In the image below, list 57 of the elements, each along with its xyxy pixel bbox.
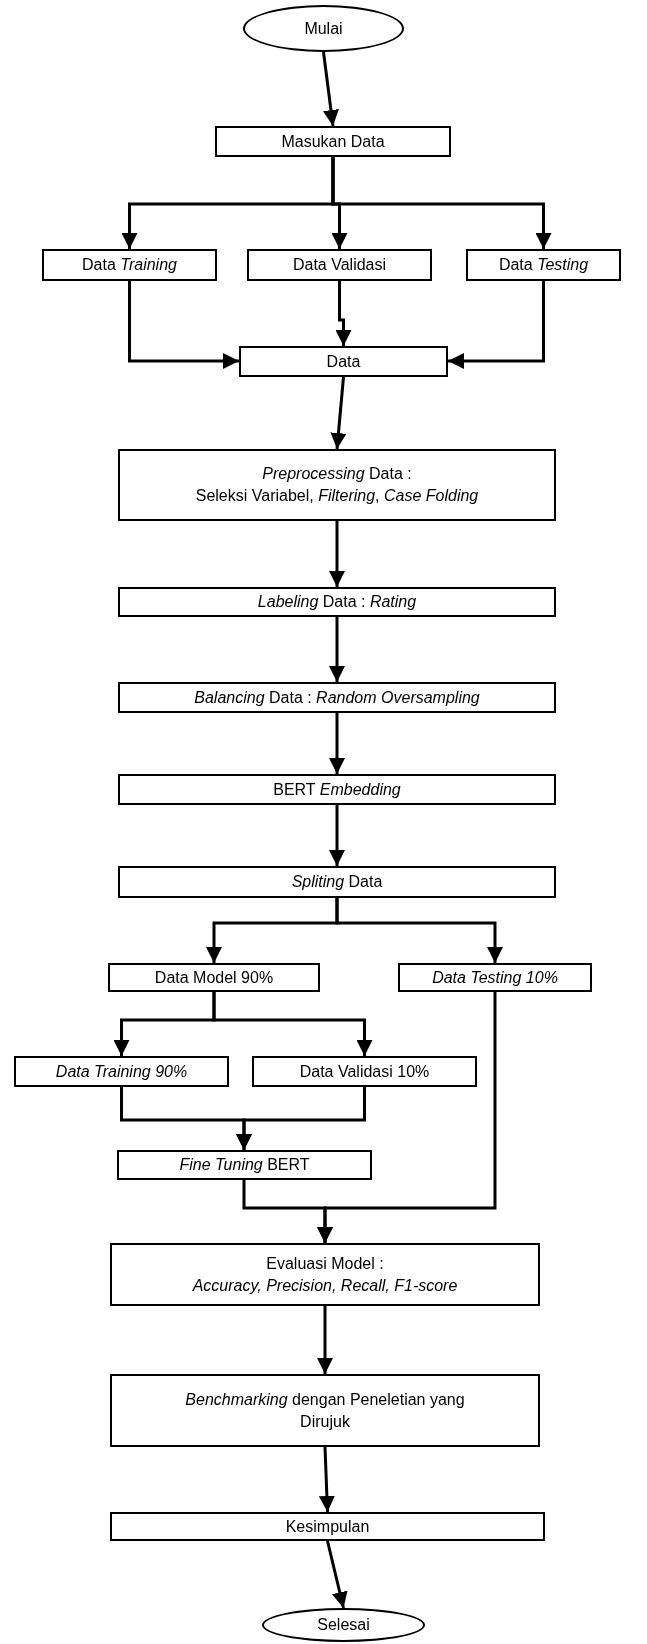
node-label: Labeling Data : Rating: [257, 592, 417, 613]
arrow: [236, 1087, 366, 1150]
node-label: Preprocessing Data :: [262, 464, 412, 485]
node-label: Spliting Data: [291, 872, 383, 893]
node-label: Kesimpulan: [285, 1516, 370, 1537]
process-box: [42, 249, 217, 281]
node-label: Data Model 90%: [154, 967, 274, 988]
arrow: [448, 281, 545, 369]
arrow: [317, 992, 497, 1243]
node-label: Data Validasi 10%: [299, 1061, 430, 1082]
process-box: [118, 587, 556, 617]
arrow: [212, 992, 373, 1056]
node-label: Data Training 90%: [55, 1061, 188, 1082]
node-label: Benchmarking dengan Peneletian yang Dirujuk: [184, 1389, 466, 1432]
process-box: [118, 774, 556, 805]
arrow: [331, 157, 552, 249]
arrow: [317, 1306, 333, 1374]
arrow: [329, 805, 345, 866]
process-box: [108, 963, 320, 992]
arrow: [128, 281, 239, 369]
node-label: BERT Embedding: [273, 779, 401, 800]
process-box: [117, 1150, 372, 1180]
node-label: Evaluasi Model :: [266, 1253, 384, 1274]
process-box: [110, 1512, 545, 1541]
process-box: [110, 1243, 540, 1306]
process-box: [118, 866, 556, 898]
process-box: [398, 963, 592, 992]
node-label: Data Training: [82, 255, 177, 276]
node-label: Masukan Data: [281, 131, 385, 152]
arrow: [329, 521, 345, 587]
process-box: [118, 449, 556, 521]
arrow: [322, 51, 339, 127]
process-box: [118, 682, 556, 713]
node-label: Balancing Data : Random Oversampling: [194, 687, 480, 708]
process-box: [215, 126, 451, 157]
process-box: [239, 346, 448, 377]
arrow: [318, 1446, 335, 1513]
process-box: [252, 1056, 477, 1087]
node-label: Mulai: [304, 18, 343, 39]
arrow: [335, 281, 352, 346]
node-label: Fine Tuning BERT: [179, 1155, 310, 1176]
arrow: [326, 1540, 348, 1609]
process-box: [466, 249, 621, 281]
node-label: Data: [326, 351, 361, 372]
process-box: [14, 1056, 229, 1087]
node-label: Data Testing 10%: [432, 967, 558, 988]
node-label: Data Validasi: [292, 255, 387, 276]
node-label: Data Testing: [498, 255, 589, 276]
arrow: [330, 376, 347, 450]
node-label: Seleksi Variabel, Filtering, Case Folding: [195, 486, 479, 506]
process-box: [247, 249, 432, 281]
node-label: Accuracy, Precision, Recall, F1-score: [192, 1275, 458, 1296]
process-box: [110, 1374, 540, 1447]
node-label: Selesai: [317, 1615, 370, 1636]
arrow: [329, 617, 345, 682]
arrow: [335, 898, 503, 963]
arrow: [329, 713, 345, 774]
